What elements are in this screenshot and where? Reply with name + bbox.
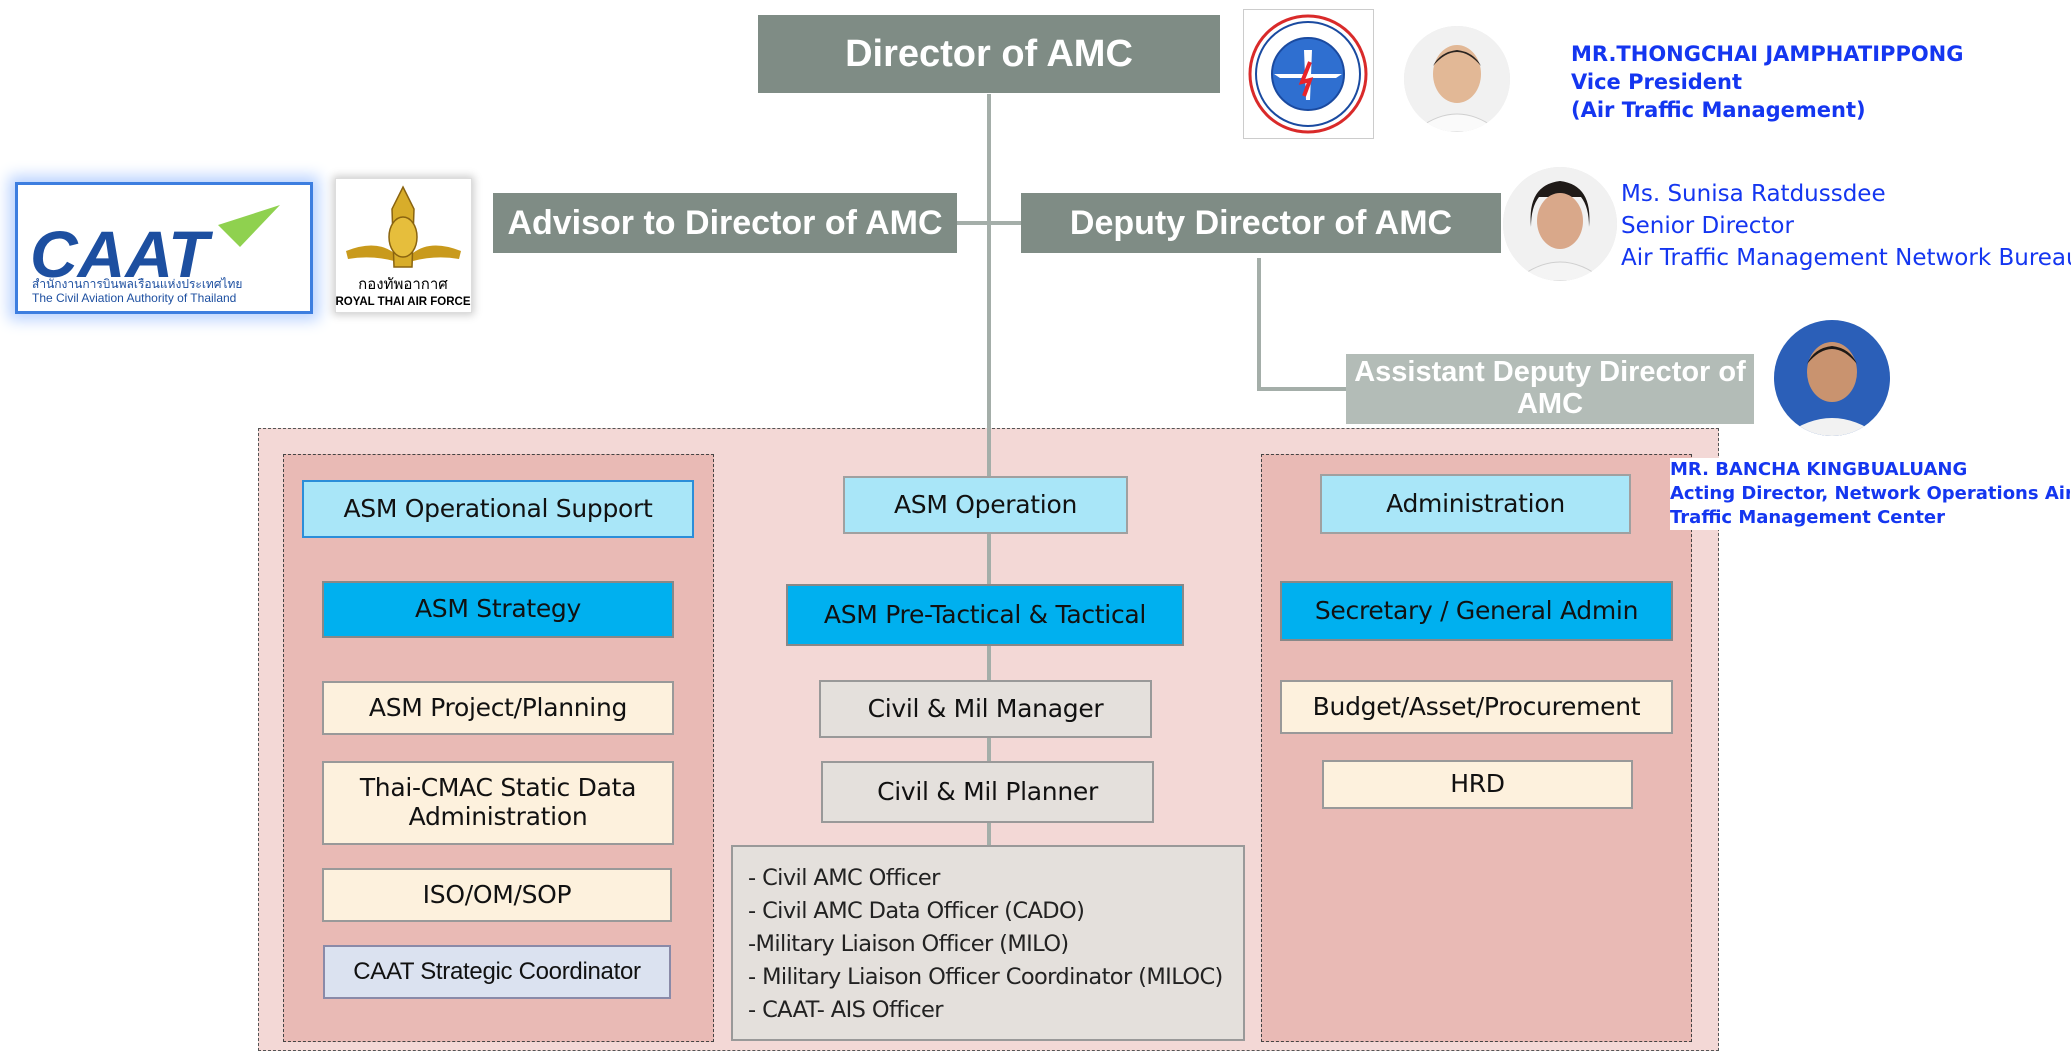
thai-cmac-line2: Administration [408,802,588,831]
asm-project-planning-box: ASM Project/Planning [322,681,674,735]
thai-cmac-line1: Thai-CMAC Static Data [359,773,637,803]
aerothai-seal [1248,14,1368,134]
rtaf-english-text: ROYAL THAI AIR FORCE [336,296,471,308]
caat-logo-text: CAAT [30,217,213,291]
director-box: Director of AMC [758,15,1220,93]
connector-deputy-assistant-h [1257,387,1347,391]
caat-strategic-coordinator-box: CAAT Strategic Coordinator [323,945,671,999]
caption-acting-director: MR. BANCHA KINGBUALUANG Acting Director,… [1670,458,2070,530]
rtaf-thai-text: กองทัพอากาศ [358,275,448,293]
person-title: (Air Traffic Management) [1571,98,1866,122]
secretary-general-admin-box: Secretary / General Admin [1280,581,1673,641]
person-photo-icon [1503,167,1617,281]
person-name: Ms. Sunisa Ratdussdee [1621,181,1886,207]
connector-deputy-assistant-v [1257,258,1261,390]
person-title: Acting Director, Network Operations Air [1670,483,2070,504]
person-photo-icon [1404,26,1510,132]
person-name: MR. BANCHA KINGBUALUANG [1670,459,1968,480]
officer-item: - CAAT- AIS Officer [748,997,944,1023]
connector-advisor-deputy [957,221,1021,225]
avatar-vice-president [1404,26,1510,132]
rtaf-logo: กองทัพอากาศ ROYAL THAI AIR FORCE [335,178,472,313]
assistant-deputy-line1: Assistant Deputy Director of [1354,356,1746,389]
rtaf-emblem: กองทัพอากาศ ROYAL THAI AIR FORCE [335,185,471,308]
asm-operation-box: ASM Operation [843,476,1128,534]
civil-mil-manager-box: Civil & Mil Manager [819,680,1152,738]
budget-asset-procurement-box: Budget/Asset/Procurement [1280,680,1673,734]
asm-pretactical-tactical-box: ASM Pre-Tactical & Tactical [786,584,1184,646]
right-section-panel [1261,454,1692,1042]
asm-strategy-box: ASM Strategy [322,581,674,638]
officer-item: -Military Liaison Officer (MILO) [748,931,1069,957]
officer-item: - Civil AMC Officer [748,865,940,891]
deputy-box: Deputy Director of AMC [1021,193,1501,253]
administration-box: Administration [1320,474,1631,534]
officer-list-box: - Civil AMC Officer - Civil AMC Data Off… [731,845,1245,1041]
iso-om-sop-box: ISO/OM/SOP [322,868,672,922]
caption-vice-president: MR.THONGCHAI JAMPHATIPPONG Vice Presiden… [1571,40,1964,124]
person-title: Air Traffic Management Network Bureau [1621,245,2071,271]
civil-mil-planner-box: Civil & Mil Planner [821,761,1154,823]
aerothai-logo [1243,9,1374,139]
person-title: Vice President [1571,70,1743,94]
caat-logo-mark: CAAT สำนักงานการบินพลเรือนแห่งประเทศไทย … [30,205,280,305]
caat-logo-thai: สำนักงานการบินพลเรือนแห่งประเทศไทย [32,277,242,291]
asm-operational-support-box: ASM Operational Support [302,480,694,538]
caat-logo-english: The Civil Aviation Authority of Thailand [32,291,236,305]
officer-item: - Military Liaison Officer Coordinator (… [748,964,1223,990]
connector-main-vertical [987,94,991,847]
assistant-deputy-line2: AMC [1516,388,1584,420]
advisor-box: Advisor to Director of AMC [493,193,957,253]
officer-item: - Civil AMC Data Officer (CADO) [748,898,1085,924]
person-title: Senior Director [1621,213,1794,239]
caption-senior-director: Ms. Sunisa Ratdussdee Senior Director Ai… [1621,178,2071,274]
person-title: Traffic Management Center [1670,507,1946,528]
person-photo-icon [1774,320,1890,436]
assistant-deputy-box: Assistant Deputy Director of AMC [1346,354,1754,424]
avatar-acting-director [1774,320,1890,436]
caat-logo: CAAT สำนักงานการบินพลเรือนแห่งประเทศไทย … [15,182,313,314]
hrd-box: HRD [1322,760,1633,809]
avatar-senior-director [1503,167,1617,281]
left-section-panel [283,454,714,1042]
thai-cmac-box: Thai-CMAC Static Data Administration [322,761,674,845]
person-name: MR.THONGCHAI JAMPHATIPPONG [1571,42,1964,66]
